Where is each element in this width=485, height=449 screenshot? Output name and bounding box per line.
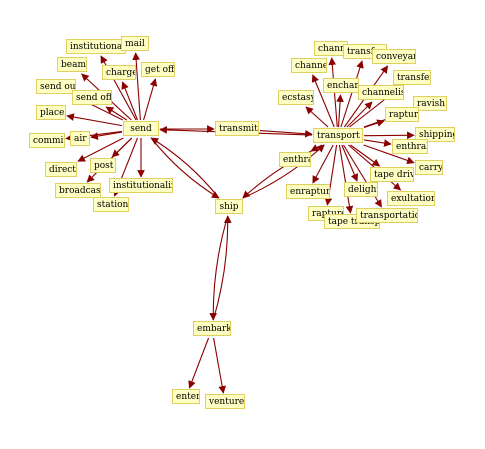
edge-transport-to-channelise: [346, 101, 373, 128]
edge-send-to-mail: [132, 52, 141, 121]
edge-send-to-send_off: [105, 106, 128, 121]
node-enrapture[interactable]: enrapture: [286, 184, 330, 199]
node-conveyance[interactable]: conveyance: [372, 49, 416, 64]
edge-transmit-to-transport: [259, 129, 313, 138]
edge-transport-to-transferral: [340, 60, 364, 128]
node-air[interactable]: air: [70, 131, 90, 146]
edge-embark-to-enter: [188, 337, 210, 389]
node-enter[interactable]: enter: [172, 389, 200, 404]
edge-transport-to-channel: [311, 74, 335, 128]
node-enthral[interactable]: enthral: [279, 152, 311, 167]
node-delight[interactable]: delight: [344, 182, 378, 197]
node-ship[interactable]: ship: [215, 199, 243, 214]
node-shipping[interactable]: shipping: [415, 127, 455, 142]
edge-transport-to-rapture: [363, 119, 385, 128]
node-carry[interactable]: carry: [415, 160, 443, 175]
edge-transport-to-enthral: [310, 144, 323, 152]
node-institutionalize-top[interactable]: institutionalize: [66, 39, 126, 54]
node-commit[interactable]: commit: [29, 133, 65, 148]
node-send-out[interactable]: send out: [36, 79, 76, 94]
node-station[interactable]: station: [93, 197, 129, 212]
node-enchant[interactable]: enchant: [323, 78, 359, 93]
node-transfer[interactable]: transfer: [393, 70, 431, 85]
node-enthrall-r[interactable]: enthrall: [392, 139, 428, 154]
node-institutionalize[interactable]: institutionalize: [109, 178, 173, 193]
node-embark[interactable]: embark: [193, 321, 231, 336]
node-transmit[interactable]: transmit: [215, 121, 259, 136]
edge-transport-to-shipping: [363, 131, 415, 140]
edge-ship-to-transport: [242, 144, 325, 199]
node-transportation[interactable]: transportation: [356, 208, 418, 223]
node-send-off[interactable]: send off: [72, 90, 112, 105]
node-channelise[interactable]: channelise: [358, 85, 404, 100]
node-ecstasy[interactable]: ecstasy: [278, 90, 314, 105]
node-get-off[interactable]: get off: [141, 62, 175, 77]
edge-transport-to-carry: [363, 144, 415, 165]
node-rapture[interactable]: rapture: [385, 107, 419, 122]
node-ravish[interactable]: ravish: [413, 96, 447, 111]
edge-ship-to-send: [150, 137, 220, 199]
node-charge[interactable]: charge: [102, 65, 136, 80]
edge-transport-to-tape_transport: [338, 144, 354, 214]
edge-send-to-get_off: [143, 78, 158, 121]
node-send[interactable]: send: [123, 121, 159, 136]
node-beam[interactable]: beam: [57, 57, 87, 72]
edge-transport-to-enchant: [336, 94, 344, 128]
edge-ship-to-embark: [209, 215, 229, 321]
node-direct[interactable]: direct: [45, 162, 77, 177]
edge-send-to-ship: [150, 137, 220, 199]
edge-embark-to-ship: [212, 215, 232, 321]
edge-embark-to-venture: [213, 337, 226, 394]
node-broadcast[interactable]: broadcast: [55, 183, 101, 198]
node-post[interactable]: post: [90, 158, 116, 173]
edge-transport-to-delight: [341, 144, 358, 182]
node-tape-drive[interactable]: tape drive: [370, 167, 414, 182]
edge-send-to-direct: [77, 137, 124, 162]
node-venture[interactable]: venture: [205, 394, 245, 409]
node-place[interactable]: place: [36, 105, 66, 120]
edge-send-to-air: [90, 131, 123, 140]
node-exultation[interactable]: exultation: [387, 191, 435, 206]
edge-transport-to-enthrall_r: [363, 139, 392, 147]
edge-transport-to-tape_drive: [350, 144, 381, 167]
node-mail[interactable]: mail: [121, 36, 149, 51]
edge-send-to-place: [66, 113, 123, 127]
node-channel[interactable]: channel: [291, 58, 327, 73]
node-transport[interactable]: transport: [313, 128, 363, 143]
edge-send-to-charge: [121, 81, 138, 121]
edge-transport-to-enrapture: [312, 144, 334, 184]
edge-transport-to-ecstasy: [305, 106, 329, 128]
